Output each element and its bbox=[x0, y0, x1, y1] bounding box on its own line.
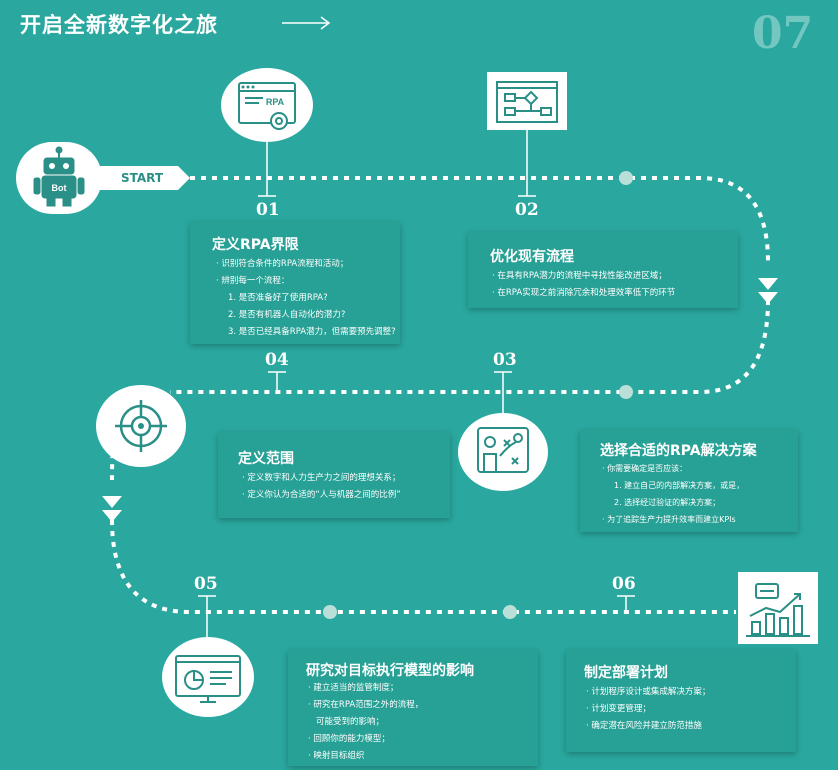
robot-badge-text: Bot bbox=[52, 183, 67, 193]
list-item: 建立适当的监管制度； bbox=[308, 680, 423, 697]
down-arrow-icon bbox=[758, 278, 778, 290]
list-item: 研究在RPA范围之外的流程， bbox=[308, 697, 423, 714]
list-item: 你需要确定是否应该： bbox=[602, 460, 744, 477]
list-item: 定义数字和人力生产力之间的理想关系； bbox=[242, 470, 401, 487]
down-arrow-icon bbox=[102, 510, 122, 522]
robot-icon: Bot bbox=[12, 138, 106, 218]
card-list: 定义数字和人力生产力之间的理想关系； 定义你认为合适的“人与机器之间的比例” bbox=[242, 470, 401, 504]
path-marker bbox=[619, 171, 633, 185]
card-title: 定义范围 bbox=[238, 451, 294, 467]
list-item: 1. 建立自己的内部解决方案，或是， bbox=[614, 481, 745, 490]
list-item: 1. 是否准备好了使用RPA? bbox=[228, 293, 328, 303]
path-marker bbox=[619, 385, 633, 399]
crosshair-icon bbox=[94, 384, 188, 468]
start-tag bbox=[96, 166, 190, 190]
page-title: 开启全新数字化之旅 bbox=[20, 13, 218, 37]
list-item: 计划变更管理； bbox=[586, 701, 710, 718]
card-title: 定义RPA界限 bbox=[212, 237, 299, 253]
list-item: 为了追踪生产力提升效率而建立KPIs bbox=[602, 511, 744, 528]
path-row-3 bbox=[110, 519, 736, 614]
step-card-01: 定义RPA界限 识别符合条件的RPA流程和活动； 辨别每一个流程： 1. 是否准… bbox=[190, 222, 400, 344]
growth-chart-icon bbox=[736, 570, 820, 646]
step-number-04: 04 bbox=[265, 350, 289, 370]
arrow-right-icon bbox=[282, 16, 331, 30]
path-marker bbox=[503, 605, 517, 619]
down-arrow-icon bbox=[102, 496, 122, 508]
step-number-06: 06 bbox=[612, 574, 636, 594]
list-item: 在RPA实现之前消除冗余和处理效率低下的环节 bbox=[492, 285, 675, 302]
list-item: 定义你认为合适的“人与机器之间的比例” bbox=[242, 487, 400, 504]
card-list: 你需要确定是否应该： 1. 建立自己的内部解决方案，或是， 2. 选择经过验证的… bbox=[602, 460, 744, 528]
list-item: 确定潜在风险并建立防范措施 bbox=[586, 718, 710, 735]
step-card-04: 定义范围 定义数字和人力生产力之间的理想关系； 定义你认为合适的“人与机器之间的… bbox=[218, 432, 450, 518]
list-item: 识别符合条件的RPA流程和活动； bbox=[216, 256, 396, 273]
card-list: 建立适当的监管制度； 研究在RPA范围之外的流程， 可能受到的影响； 回顾你的能… bbox=[308, 680, 423, 765]
card-list: 在具有RPA潜力的流程中寻找性能改进区域； 在RPA实现之前消除冗余和处理效率低… bbox=[492, 268, 675, 302]
list-item: 映射目标组织 bbox=[308, 748, 423, 765]
list-item: 计划程序设计或集成解决方案； bbox=[586, 684, 710, 701]
path-row-1 bbox=[190, 176, 770, 263]
page-number: 07 bbox=[752, 8, 814, 59]
step-card-05: 研究对目标执行模型的影响 建立适当的监管制度； 研究在RPA范围之外的流程， 可… bbox=[288, 650, 538, 766]
flowchart-icon bbox=[485, 70, 569, 132]
step-number-03: 03 bbox=[493, 350, 517, 370]
card-title: 优化现有流程 bbox=[490, 249, 574, 265]
list-item: 3. 是否已经具备RPA潜力，但需要预先调整? bbox=[228, 327, 396, 337]
start-label: START bbox=[121, 171, 164, 185]
card-list: 计划程序设计或集成解决方案； 计划变更管理； 确定潜在风险并建立防范措施 bbox=[586, 684, 710, 735]
list-item: 2. 选择经过验证的解决方案； bbox=[614, 498, 721, 507]
list-item: 辨别每一个流程： bbox=[216, 273, 396, 290]
card-title: 研究对目标执行模型的影响 bbox=[306, 663, 474, 679]
down-arrow-icon bbox=[758, 292, 778, 304]
path-row-2 bbox=[170, 299, 770, 394]
dashboard-monitor-icon bbox=[160, 636, 256, 718]
step-number-02: 02 bbox=[515, 200, 539, 220]
card-list: 识别符合条件的RPA流程和活动； 辨别每一个流程： 1. 是否准备好了使用RPA… bbox=[216, 256, 396, 341]
list-item: 2. 是否有机器人自动化的潜力? bbox=[228, 310, 346, 320]
path-marker bbox=[323, 605, 337, 619]
card-title: 选择合适的RPA解决方案 bbox=[600, 443, 757, 459]
rpa-screen-text: RPA bbox=[266, 97, 285, 107]
strategy-board-icon bbox=[456, 412, 550, 492]
list-item: 回顾你的能力模型； bbox=[308, 731, 423, 748]
step-card-02: 优化现有流程 在具有RPA潜力的流程中寻找性能改进区域； 在RPA实现之前消除冗… bbox=[468, 232, 738, 308]
step-card-03: 选择合适的RPA解决方案 你需要确定是否应该： 1. 建立自己的内部解决方案，或… bbox=[580, 430, 798, 532]
step-card-06: 制定部署计划 计划程序设计或集成解决方案； 计划变更管理； 确定潜在风险并建立防… bbox=[566, 650, 796, 752]
browser-gear-icon: RPA bbox=[219, 65, 315, 143]
step-number-05: 05 bbox=[194, 574, 218, 594]
list-item: 可能受到的影响； bbox=[316, 717, 385, 727]
step-number-01: 01 bbox=[256, 200, 280, 220]
card-title: 制定部署计划 bbox=[584, 665, 668, 681]
list-item: 在具有RPA潜力的流程中寻找性能改进区域； bbox=[492, 268, 675, 285]
